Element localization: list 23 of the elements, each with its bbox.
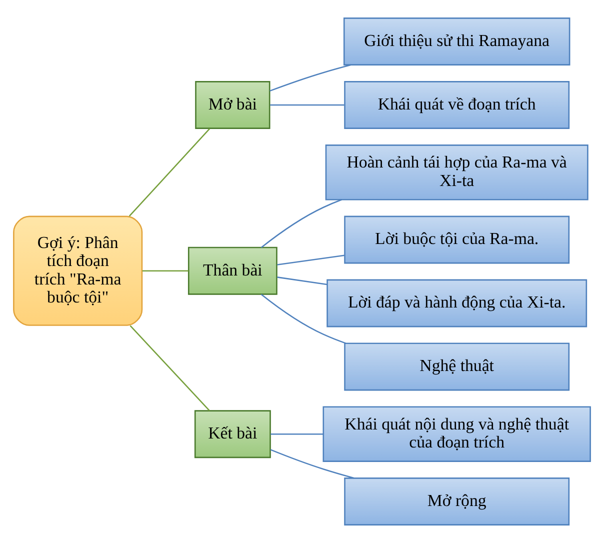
node-box: Khái quát về đoạn trích [344,81,570,129]
connector [277,276,328,286]
node-box: Nghệ thuật [344,342,570,391]
node-box: Gợi ý: Phân tích đoạn trích "Ra-ma buộc tội" [13,216,143,326]
node-box: Lời đáp và hành động của Xi-ta. [326,279,588,328]
connector [277,254,344,266]
node-box: Hoàn cảnh tái hợp của Ra-ma và Xi-ta [325,144,588,200]
connector [142,270,188,272]
node-box: Khái quát nội dung và nghệ thuật của đoạn trích [322,406,591,462]
node-box: Mở rộng [344,478,570,526]
connector [270,64,352,92]
connector [270,433,324,435]
node-box: Thân bài [188,246,278,295]
node-box: Lời buộc tội của Ra-ma. [344,216,570,264]
connector [128,128,210,217]
connector [130,325,210,412]
node-box: Giới thiệu sử thi Ramayana [343,18,570,66]
node-box: Kết bài [194,410,271,458]
connector [260,199,342,248]
connector [270,449,354,479]
connector [260,294,346,344]
node-box: Mở bài [195,81,270,129]
connector [270,104,344,106]
